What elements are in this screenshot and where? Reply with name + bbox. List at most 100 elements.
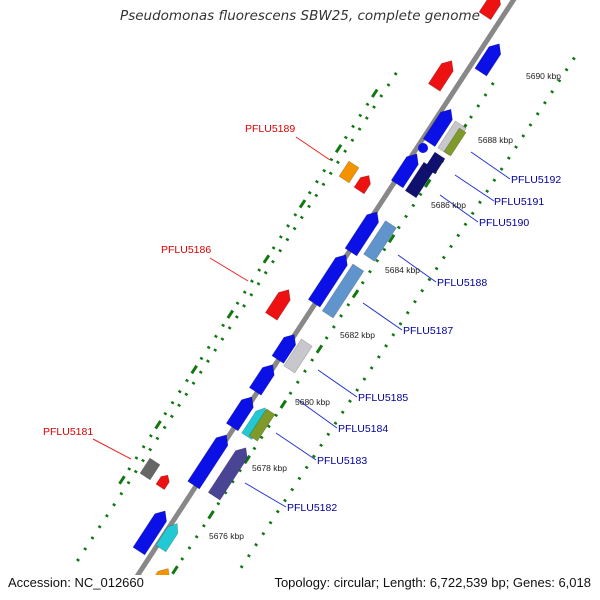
tick-mark bbox=[331, 325, 336, 329]
tick-mark bbox=[499, 167, 504, 171]
gene-label: PFLU5186 bbox=[161, 244, 211, 256]
label-leaders bbox=[92, 136, 511, 508]
tick-mark bbox=[126, 480, 131, 485]
tick-mark bbox=[134, 456, 139, 460]
tick-mark bbox=[234, 577, 235, 579]
tick-mark bbox=[339, 314, 343, 318]
tick-mark bbox=[261, 531, 266, 536]
accession-text: Accession: NC_012660 bbox=[8, 575, 144, 590]
tick-mark bbox=[262, 254, 271, 264]
tick-mark bbox=[456, 233, 461, 238]
tick-mark bbox=[550, 89, 555, 94]
tick-mark bbox=[90, 536, 95, 540]
tick-mark bbox=[571, 56, 576, 61]
label-leader-line bbox=[244, 482, 287, 508]
gene-arrow bbox=[155, 523, 179, 553]
tick-mark bbox=[391, 333, 396, 337]
tick-mark bbox=[227, 326, 232, 330]
kbp-label: 5684 kbp bbox=[385, 265, 420, 275]
label-leader-line bbox=[470, 151, 511, 180]
label-leader-line bbox=[275, 432, 317, 461]
tick-mark bbox=[386, 83, 391, 87]
tick-mark bbox=[148, 433, 153, 438]
label-leader-line bbox=[317, 369, 358, 398]
label-leader-line bbox=[295, 136, 331, 161]
tick-mark bbox=[223, 490, 228, 495]
tick-mark bbox=[434, 266, 439, 271]
gene-marker bbox=[418, 143, 428, 153]
tick-mark bbox=[271, 259, 275, 264]
tick-mark bbox=[127, 467, 132, 471]
gene-arrow bbox=[424, 151, 446, 175]
tick-mark bbox=[528, 123, 533, 127]
tick-mark bbox=[350, 138, 355, 142]
kbp-label: 5682 kbp bbox=[340, 330, 375, 340]
label-leader-line bbox=[439, 194, 479, 223]
tick-mark bbox=[279, 399, 288, 409]
tick-mark bbox=[274, 413, 278, 418]
tick-mark bbox=[257, 268, 262, 272]
gene-label: PFLU5188 bbox=[437, 277, 487, 289]
tick-mark bbox=[420, 288, 425, 293]
tick-mark bbox=[348, 399, 352, 403]
tick-mark bbox=[370, 88, 379, 98]
gene-arrow bbox=[321, 263, 365, 319]
tick-mark bbox=[275, 509, 280, 514]
tick-mark bbox=[476, 104, 481, 108]
label-leader-line bbox=[454, 174, 495, 202]
label-leader-line bbox=[297, 399, 338, 429]
label-leader-line bbox=[397, 254, 437, 283]
tick-mark bbox=[246, 553, 251, 558]
tick-mark bbox=[521, 134, 526, 138]
tick-mark bbox=[148, 447, 153, 452]
gene-arrow bbox=[264, 289, 291, 321]
gene-arrow bbox=[443, 127, 467, 157]
tick-mark bbox=[184, 392, 189, 397]
tick-mark bbox=[299, 215, 304, 220]
gene-arrow bbox=[283, 338, 313, 374]
tick-mark bbox=[357, 127, 362, 131]
tick-mark bbox=[259, 435, 264, 440]
gene-arrow bbox=[139, 457, 161, 481]
tick-mark bbox=[411, 203, 416, 208]
tick-mark bbox=[360, 280, 365, 285]
tick-mark bbox=[243, 454, 251, 465]
kbp-label: 5686 kbp bbox=[431, 200, 466, 210]
tick-mark bbox=[364, 116, 369, 120]
tick-mark bbox=[256, 281, 261, 286]
gene-features bbox=[132, 0, 502, 575]
tick-mark bbox=[252, 446, 257, 451]
tick-mark bbox=[177, 389, 182, 394]
tick-mark bbox=[307, 204, 311, 209]
tick-mark bbox=[315, 179, 319, 184]
tick-mark bbox=[220, 337, 225, 341]
tick-mark bbox=[226, 309, 235, 319]
tick-mark bbox=[171, 565, 179, 575]
tick-mark bbox=[76, 558, 80, 562]
tick-mark bbox=[314, 193, 319, 198]
tick-mark bbox=[250, 279, 254, 283]
tick-mark bbox=[185, 378, 189, 383]
tick-mark bbox=[336, 160, 340, 165]
tick-mark bbox=[396, 225, 401, 230]
tick-mark bbox=[190, 364, 198, 375]
tick-mark bbox=[413, 299, 417, 304]
tick-mark bbox=[470, 211, 475, 216]
gene-label: PFLU5183 bbox=[317, 455, 367, 467]
tick-mark bbox=[351, 289, 360, 299]
gene-label: PFLU5184 bbox=[338, 423, 388, 435]
tick-mark bbox=[393, 72, 398, 76]
tick-mark bbox=[230, 479, 235, 484]
tick-mark bbox=[322, 168, 327, 173]
tick-mark bbox=[346, 303, 351, 307]
kbp-label: 5688 kbp bbox=[478, 135, 513, 145]
tick-mark bbox=[478, 200, 482, 205]
tick-mark bbox=[283, 498, 287, 503]
tick-mark bbox=[334, 143, 343, 154]
tick-mark bbox=[485, 189, 490, 194]
gene-arrow bbox=[187, 434, 229, 490]
tick-mark bbox=[119, 491, 124, 496]
tick-mark bbox=[227, 588, 228, 590]
